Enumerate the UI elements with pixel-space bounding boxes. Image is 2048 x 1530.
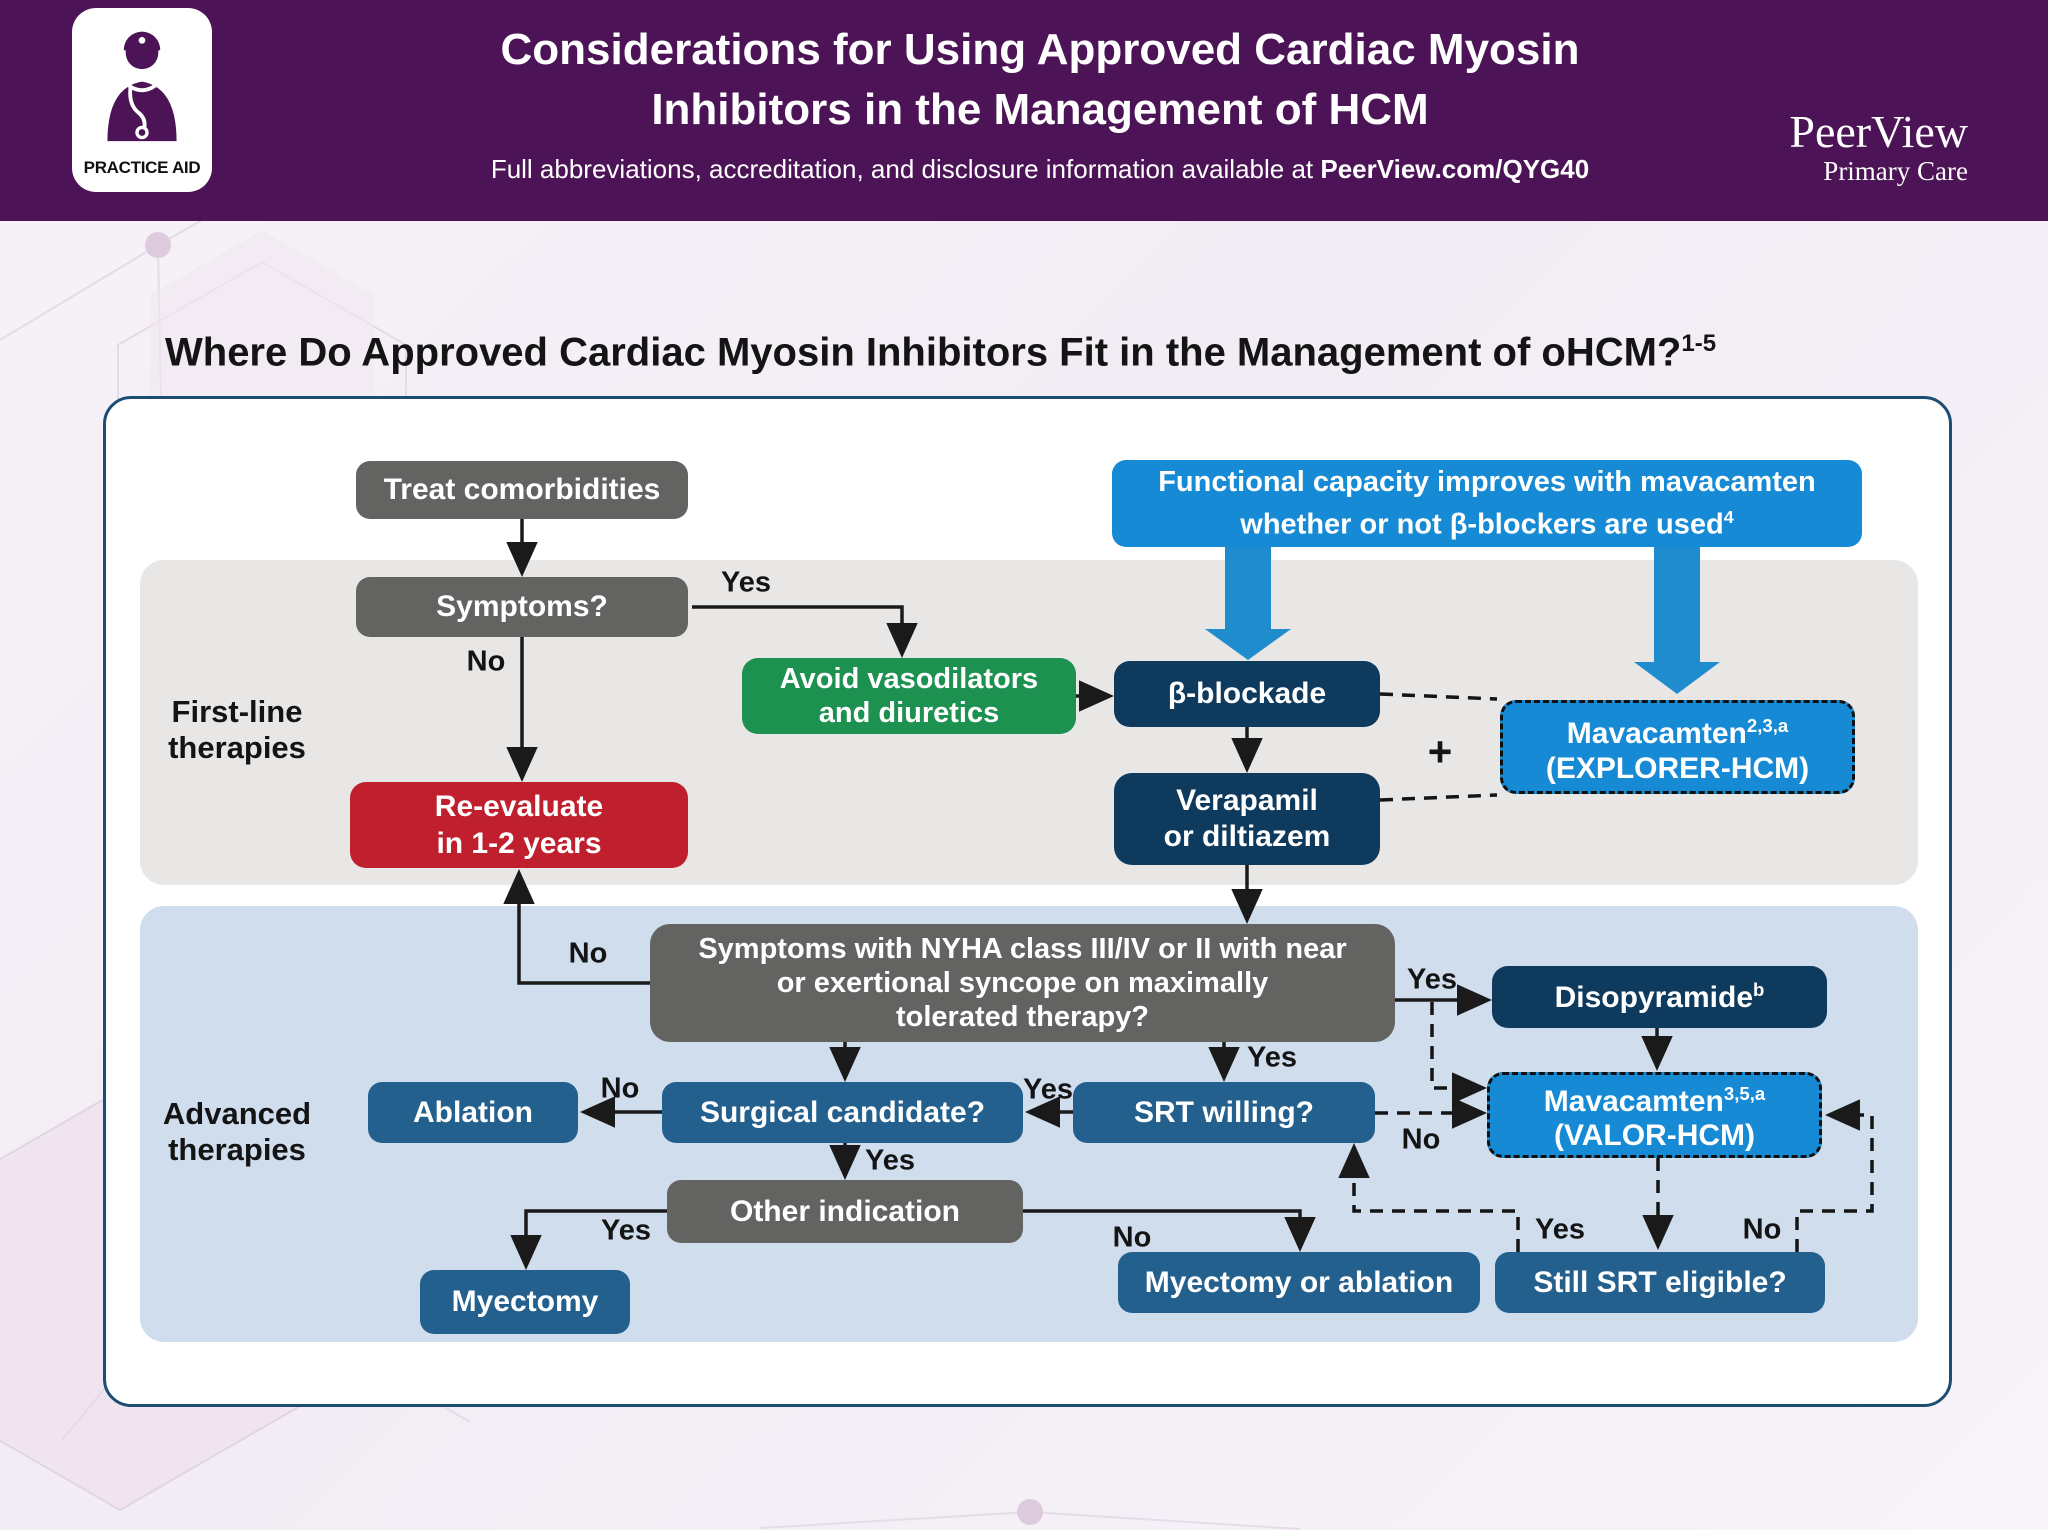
edge-label-symptoms-no: No: [466, 645, 506, 678]
node-nyha-symptoms-question: Symptoms with NYHA class III/IV or II wi…: [650, 924, 1395, 1042]
callout-functional-capacity: Functional capacity improves with mavaca…: [1112, 460, 1862, 547]
peerview-brand-logo: PeerView Primary Care: [1789, 106, 1968, 187]
header-subtitle: Full abbreviations, accreditation, and d…: [410, 154, 1670, 185]
page-title: Where Do Approved Cardiac Myosin Inhibit…: [165, 330, 1717, 375]
header-title: Considerations for Using Approved Cardia…: [500, 25, 1580, 134]
edge-label-symptoms-yes: Yes: [721, 566, 771, 599]
edge-label-surgical-yes: Yes: [865, 1144, 915, 1177]
edge-label-nyha-yes-down: Yes: [1247, 1041, 1297, 1074]
edge-label-nyha-yes-right: Yes: [1407, 963, 1457, 996]
doctor-icon: [107, 31, 177, 142]
node-srt-willing-question: SRT willing?: [1073, 1082, 1375, 1143]
node-surgical-candidate-question: Surgical candidate?: [662, 1082, 1023, 1143]
brand-name: PeerView: [1789, 106, 1968, 157]
edge-label-still-srt-yes: Yes: [1535, 1213, 1585, 1246]
brand-subtitle: Primary Care: [1823, 156, 1968, 186]
node-myectomy-or-ablation: Myectomy or ablation: [1118, 1252, 1480, 1313]
page-title-references: 1-5: [1681, 330, 1717, 357]
node-myectomy: Myectomy: [420, 1270, 630, 1334]
node-symptoms-question: Symptoms?: [356, 577, 688, 637]
node-still-srt-eligible-question: Still SRT eligible?: [1495, 1252, 1825, 1313]
subtitle-text: Full abbreviations, accreditation, and d…: [490, 154, 1321, 184]
node-beta-blockade: β-blockade: [1114, 661, 1380, 727]
edge-label-other-yes: Yes: [601, 1214, 651, 1247]
node-reevaluate-1-2-years: Re-evaluate in 1-2 years: [350, 782, 688, 868]
plus-sign-label: +: [1427, 728, 1453, 775]
edge-label-other-no: No: [1112, 1221, 1152, 1254]
node-avoid-vasodilators: Avoid vasodilators and diuretics: [742, 658, 1076, 734]
advanced-therapies-label: Advanced therapies: [162, 1096, 312, 1167]
practice-aid-label: PRACTICE AID: [83, 158, 201, 177]
edge-label-srt-yes: Yes: [1023, 1073, 1073, 1106]
node-disopyramide: Disopyramideb: [1492, 966, 1827, 1028]
first-line-therapies-label: First-line therapies: [168, 694, 306, 765]
node-mavacamten-valor-hcm: Mavacamten3,5,a (VALOR-HCM): [1487, 1072, 1822, 1158]
practice-aid-logo: PRACTICE AID: [72, 8, 212, 192]
edge-label-srt-no: No: [1401, 1123, 1441, 1156]
node-ablation: Ablation: [368, 1082, 578, 1143]
node-mavacamten-explorer-hcm: Mavacamten2,3,a (EXPLORER-HCM): [1500, 700, 1855, 794]
edge-label-surgical-no: No: [600, 1072, 640, 1105]
edge-label-still-srt-no: No: [1742, 1213, 1782, 1246]
node-other-indication: Other indication: [667, 1180, 1023, 1243]
node-treat-comorbidities: Treat comorbidities: [356, 461, 688, 519]
peerview-url-link[interactable]: PeerView.com/QYG40: [1320, 154, 1590, 184]
header-banner: PRACTICE AID Considerations for Using Ap…: [0, 0, 2048, 221]
node-verapamil-diltiazem: Verapamil or diltiazem: [1114, 773, 1380, 865]
edge-label-nyha-no: No: [568, 937, 608, 970]
